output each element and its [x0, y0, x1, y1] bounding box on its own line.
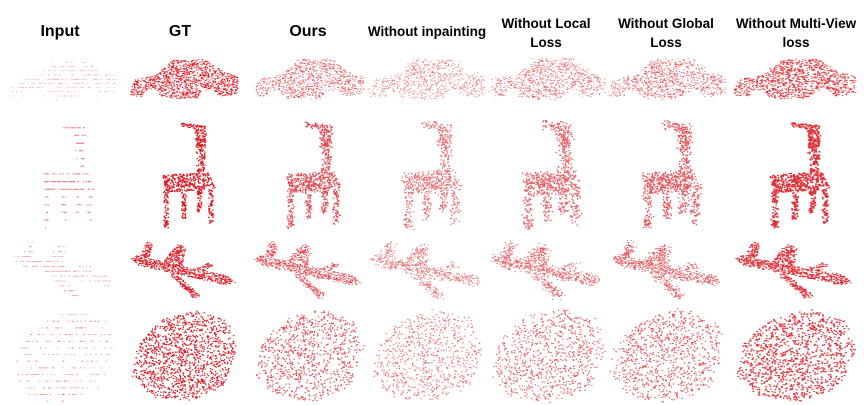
- point-cloud-car-side-no-global: [608, 54, 726, 114]
- point-cloud-airplane-gt: [128, 232, 240, 302]
- col-header-no-local: Without Local Loss: [501, 16, 591, 50]
- point-cloud-chair-no-inpaint: [368, 120, 486, 230]
- point-cloud-car-side-no-mv: [732, 54, 858, 114]
- point-cloud-car-top-input: [10, 308, 118, 403]
- col-header-ours: Ours: [289, 23, 327, 40]
- point-cloud-car-side-no-inpaint: [368, 54, 486, 114]
- point-cloud-car-top-no-local: [488, 308, 606, 403]
- point-cloud-car-side-gt: [128, 54, 240, 114]
- point-cloud-car-top-ours: [252, 308, 366, 403]
- col-header-no-global: Without Global Loss: [618, 16, 714, 50]
- point-cloud-chair-no-mv: [732, 120, 858, 230]
- point-cloud-car-side-ours: [252, 54, 366, 114]
- point-cloud-car-top-no-inpaint: [368, 308, 486, 403]
- col-header-no-inpainting: Without inpainting: [367, 24, 487, 39]
- point-cloud-car-top-no-global: [608, 308, 726, 403]
- point-cloud-airplane-no-inpaint: [368, 232, 486, 302]
- point-cloud-chair-no-global: [608, 120, 726, 230]
- point-cloud-car-top-gt: [128, 308, 240, 403]
- point-cloud-car-side-no-local: [488, 54, 606, 114]
- point-cloud-airplane-ours: [252, 232, 366, 302]
- col-header-no-multiview: Without Multi-View loss: [735, 16, 857, 50]
- point-cloud-chair-input: [10, 120, 118, 230]
- point-cloud-airplane-input: [10, 232, 118, 302]
- point-cloud-car-side-input: [10, 54, 118, 114]
- col-header-input: Input: [40, 23, 80, 40]
- point-cloud-chair-gt: [128, 120, 240, 230]
- point-cloud-airplane-no-local: [488, 232, 606, 302]
- point-cloud-airplane-no-global: [608, 232, 726, 302]
- point-cloud-car-top-no-mv: [732, 308, 858, 403]
- point-cloud-chair-no-local: [488, 120, 606, 230]
- col-header-gt: GT: [168, 23, 192, 40]
- point-cloud-chair-ours: [252, 120, 366, 230]
- point-cloud-airplane-no-mv: [732, 232, 858, 302]
